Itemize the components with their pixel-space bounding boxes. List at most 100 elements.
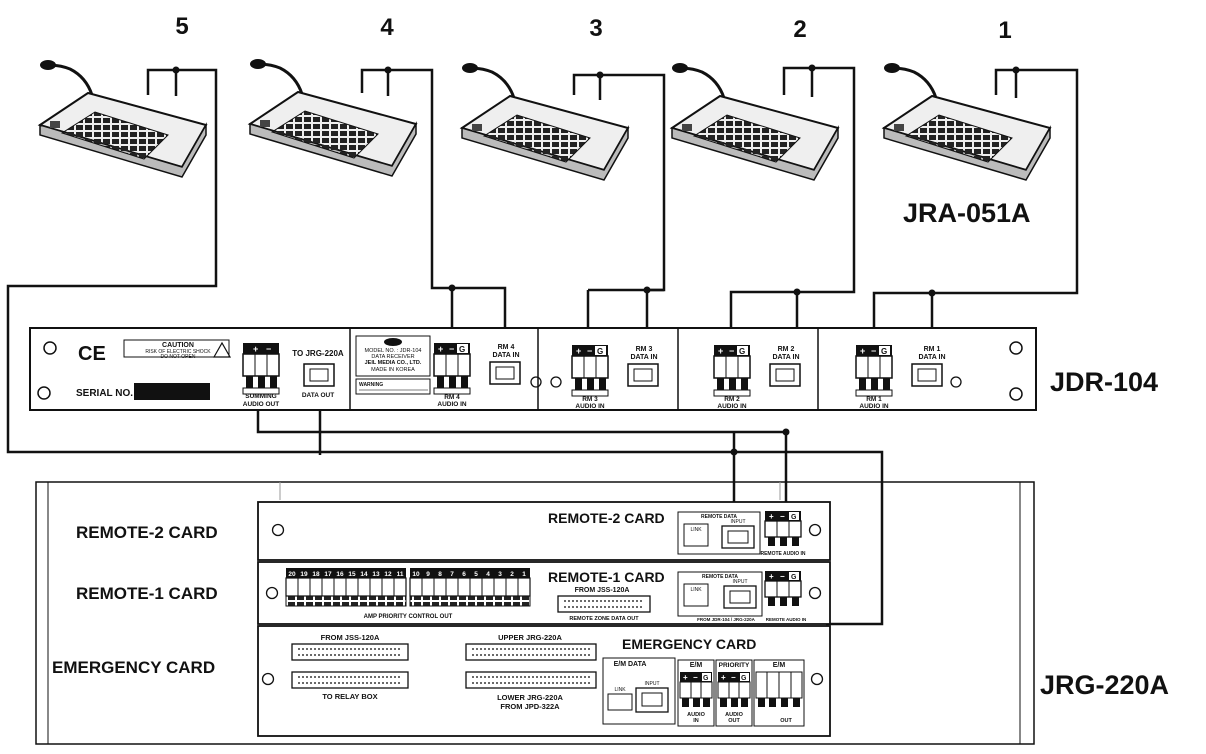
emergency-title: EMERGENCY CARD: [622, 636, 756, 652]
emergency-from-jss: FROM JSS-120A: [321, 633, 380, 642]
to-jrg-label: TO JRG-220A: [292, 349, 344, 358]
rm2-audio-label-2: AUDIO IN: [717, 403, 747, 410]
channel-number: 9: [426, 571, 430, 578]
term-minus: −: [731, 673, 736, 682]
rm4-data-label-1: RM 4: [498, 344, 515, 351]
term-minus: −: [780, 572, 785, 581]
remote1-audio-in: REMOTE AUDIO IN: [766, 617, 807, 622]
remote1-remote-data: REMOTE DATA: [702, 574, 738, 580]
remote1-input: INPUT: [733, 579, 748, 585]
rm3-data-label-1: RM 3: [636, 346, 653, 353]
station-number-1: 1: [998, 17, 1011, 44]
remote2-remote-data: REMOTE DATA: [701, 514, 737, 520]
channel-number: 4: [486, 571, 490, 578]
channel-number: 12: [384, 571, 392, 578]
screw: [950, 376, 962, 388]
term-minus: −: [449, 344, 454, 354]
caution-title: CAUTION: [162, 342, 194, 349]
lower-jrg-connector: [465, 671, 597, 689]
mic-console-3: [459, 63, 630, 181]
remote1-from-jdr: FROM JDR-104 / JRG-220A: [697, 617, 756, 622]
emergency-audio-out-1: AUDIO: [725, 712, 743, 718]
remote1-zone-out: REMOTE ZONE DATA OUT: [569, 616, 639, 622]
rm2-section: + − G RM 2 AUDIO IN RM 2 DATA IN: [713, 345, 801, 410]
channel-number: 16: [336, 571, 344, 578]
term-plus: +: [576, 346, 581, 356]
nameplate-line-3: JEIL MEDIA CO., LTD.: [365, 360, 422, 366]
emergency-em-out: OUT: [780, 718, 792, 724]
remote1-link: LINK: [690, 587, 702, 593]
upper-jrg-connector: [465, 643, 597, 661]
rm1-data-label-1: RM 1: [924, 346, 941, 353]
jrg-model-label: JRG-220A: [1040, 670, 1169, 700]
remote2-link: LINK: [690, 527, 702, 533]
channel-number: 3: [498, 571, 502, 578]
channel-number: 11: [397, 571, 404, 578]
mic-console-4: [247, 59, 418, 177]
caution-line2: DO NOT OPEN: [161, 354, 196, 360]
rm2-audio-label-1: RM 2: [724, 396, 740, 403]
term-plus: +: [438, 344, 443, 354]
summing-label-1: SUMMING: [245, 393, 276, 400]
term-g: G: [881, 347, 887, 356]
jrg-220a-rack: REMOTE-2 CARD REMOTE-1 CARD EMERGENCY CA…: [35, 481, 1035, 745]
channel-number: 13: [372, 571, 380, 578]
rm3-data-port: [627, 363, 659, 387]
data-out-label: DATA OUT: [302, 392, 334, 399]
term-minus: −: [693, 673, 698, 682]
rm4-section: + − G RM 4 AUDIO IN RM 4 DATA IN: [433, 343, 521, 408]
channel-number: 19: [300, 571, 308, 578]
emergency-audio-out-2: OUT: [728, 718, 740, 724]
serial-label: SERIAL NO.: [76, 388, 133, 399]
channel-number: 20: [288, 571, 296, 578]
to-relay-connector: [291, 671, 409, 689]
side-label-emergency: EMERGENCY CARD: [52, 658, 215, 677]
term-minus: −: [871, 346, 876, 356]
emergency-em-label-1: E/M: [690, 662, 703, 669]
amp-priority-terminal-block: [285, 568, 531, 607]
emergency-audio-in-1: AUDIO: [687, 712, 705, 718]
rm2-data-label-1: RM 2: [778, 346, 795, 353]
emergency-em-data: E/M DATA: [614, 661, 647, 668]
rm1-audio-label-1: RM 1: [866, 396, 882, 403]
amp-priority-numbers: 20 19 18 17 16 15 14 13 12 11 10 9 8 7 6…: [288, 571, 526, 578]
emergency-priority: PRIORITY: [719, 662, 750, 669]
mic-console-1: [881, 63, 1052, 181]
nameplate-line-2: DATA RECEIVER: [371, 354, 414, 360]
term-minus: −: [587, 346, 592, 356]
screw: [530, 376, 542, 388]
term-plus: +: [769, 512, 774, 521]
from-jss-connector: [291, 643, 409, 661]
rm1-data-label-2: DATA IN: [918, 354, 945, 361]
emergency-input: INPUT: [645, 681, 660, 687]
screw: [550, 376, 562, 388]
jdr-model-label: JDR-104: [1050, 367, 1158, 397]
channel-number: 10: [412, 571, 420, 578]
warning-triangle-icon: [212, 341, 232, 358]
emergency-link: LINK: [614, 687, 626, 693]
term-minus: −: [266, 344, 271, 354]
rm4-data-port: [489, 361, 521, 385]
caution-line1: RISK OF ELECTRIC SHOCK: [145, 349, 211, 355]
emergency-upper-jrg: UPPER JRG-220A: [498, 633, 562, 642]
rm2-data-label-2: DATA IN: [772, 354, 799, 361]
rm3-data-label-2: DATA IN: [630, 354, 657, 361]
term-plus: +: [253, 344, 258, 354]
station-number-2: 2: [793, 16, 806, 43]
summing-label-2: AUDIO OUT: [243, 401, 280, 408]
rm3-audio-label-1: RM 3: [582, 396, 598, 403]
remote1-input-port: [723, 585, 757, 609]
term-plus: +: [721, 673, 726, 682]
side-label-remote1: REMOTE-1 CARD: [76, 584, 218, 603]
amp-priority-label: AMP PRIORITY CONTROL OUT: [364, 614, 453, 620]
screw: [37, 386, 51, 400]
mic-console-2: [669, 63, 840, 181]
term-minus: −: [780, 512, 785, 521]
term-g: G: [741, 675, 747, 682]
channel-number: 5: [474, 571, 478, 578]
rm2-data-port: [769, 363, 801, 387]
term-g: G: [791, 574, 797, 581]
emergency-lower-jrg: LOWER JRG-220A: [497, 693, 563, 702]
wire-junctions: [172, 64, 1020, 456]
